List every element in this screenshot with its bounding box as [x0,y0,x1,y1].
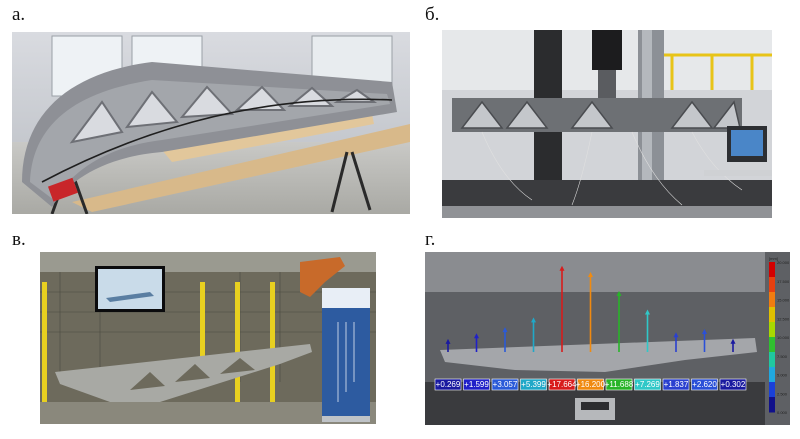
measurement-value: +1.599 [464,380,489,389]
legend-tick-label: 0.000 [777,410,788,415]
arrow-head [474,333,479,339]
legend-color-bar [769,262,775,413]
measurement-badge [719,378,747,391]
measurement-value: +11.688 [605,380,634,389]
legend-tick-label: 10.000 [777,335,790,340]
measurement-badge [434,378,462,391]
measurement-value: +3.057 [493,380,518,389]
arrow-head [531,317,536,323]
legend-swatch [769,352,775,368]
legend-tick-label: 12.500 [777,316,790,321]
measurement-badge [520,378,547,391]
measurement-badge [691,378,718,391]
arrow-head [702,328,707,334]
photo-test-rig [442,30,772,218]
measurement-badge [548,378,576,391]
legend-swatch [769,367,775,383]
legend-swatch [769,262,775,278]
measurement-value: +16.200 [576,380,606,389]
measurement-badge [634,378,661,391]
measurement-badge [662,378,690,391]
arrow-head [588,271,593,277]
legend-tick-label: 20.000 [777,260,790,265]
legend-tick-label: 15.000 [777,298,790,303]
legend-tick-label: 17.500 [777,279,790,284]
legend-tick-label: 7.500 [777,354,788,359]
measurement-badge [605,378,633,391]
measurement-value: +7.269 [635,380,660,389]
arrow-head [502,327,508,333]
panel-label-v: в. [12,229,26,250]
legend-swatch [769,277,775,293]
arrow-head [645,309,650,315]
legend-swatch [769,322,775,338]
arrow-head [730,338,736,344]
photo-displacement-field: [mm] 20.000 17.500 15.000 12.500 10.000 7.500… [425,252,790,425]
arrow-head [673,332,679,338]
photo-arch-beam [12,32,410,214]
measurement-value: +5.399 [521,380,546,389]
legend-swatch [769,397,775,413]
arrow-head [445,338,451,344]
measurement-badge [463,378,490,391]
measurement-value: +2.620 [692,380,717,389]
measurement-value: +1.837 [664,380,689,389]
panel-label-b: б. [425,4,440,25]
arrow-head [559,265,565,271]
legend-unit: [mm] [769,256,778,261]
photo-exhibition-beam [40,252,376,424]
panel-label-g: г. [425,229,436,250]
arrow-head [616,290,622,296]
legend-swatch [769,307,775,323]
measurement-badge [577,378,604,391]
legend-swatch [769,292,775,308]
measurement-value: +17.664 [547,380,577,389]
legend-swatch [769,382,775,398]
legend-swatch [769,337,775,353]
measurement-badge [491,378,519,391]
measurement-value: +0.269 [436,380,461,389]
displacement-arrows [445,265,736,352]
measurement-value: +0.302 [721,380,746,389]
legend-tick-label: 5.000 [777,373,788,378]
legend-tick-label: 2.500 [777,391,788,396]
panel-label-a: а. [12,4,26,25]
